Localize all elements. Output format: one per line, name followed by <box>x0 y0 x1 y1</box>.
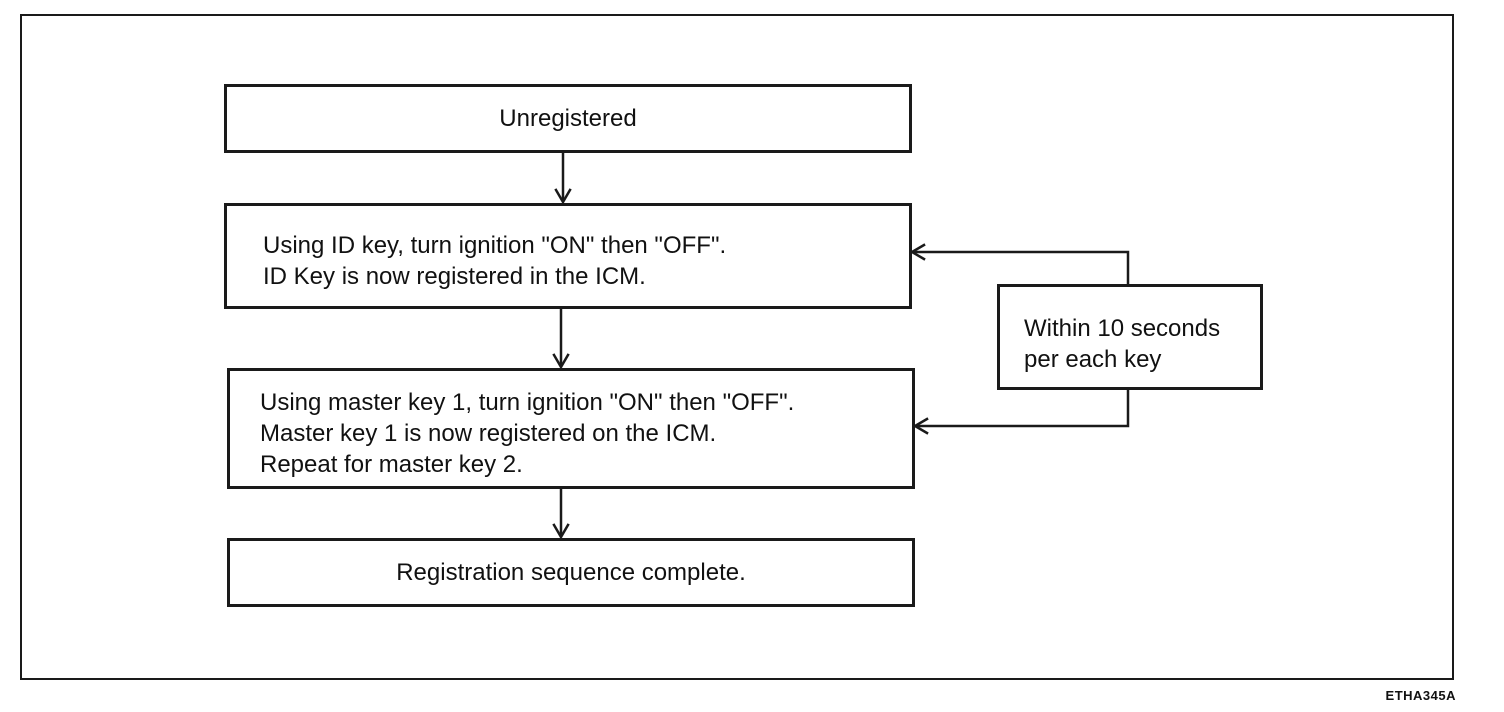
step-id-key-line-1: Using ID key, turn ignition "ON" then "O… <box>263 232 727 259</box>
step-master-key-line-2: Master key 1 is now registered on the IC… <box>260 420 717 447</box>
step-complete-box: Registration sequence complete. <box>227 538 915 607</box>
step-master-key-line-3: Repeat for master key 2. <box>260 451 523 478</box>
diagram-frame <box>20 14 1454 680</box>
figure-code: ETHA345A <box>1385 688 1456 703</box>
step-complete-label: Registration sequence complete. <box>396 559 746 586</box>
arrowhead-timing-to-id-key <box>909 243 926 261</box>
arrowhead-to-id-key <box>554 188 572 205</box>
arrowhead-to-complete <box>552 523 570 540</box>
timing-note-line-2: per each key <box>1024 346 1162 373</box>
step-master-key-box: Using master key 1, turn ignition "ON" t… <box>227 368 915 489</box>
connector-timing-to-master-key <box>914 388 1130 428</box>
timing-note-line-1: Within 10 seconds <box>1024 315 1221 342</box>
step-master-key-line-1: Using master key 1, turn ignition "ON" t… <box>260 389 795 416</box>
step-unregistered-label: Unregistered <box>499 105 637 132</box>
timing-note-box: Within 10 seconds per each key <box>997 284 1263 390</box>
connector-timing-to-id-key <box>911 250 1130 286</box>
arrowhead-timing-to-master-key <box>912 417 929 435</box>
arrowhead-to-master-key <box>552 353 570 370</box>
step-id-key-box: Using ID key, turn ignition "ON" then "O… <box>224 203 912 309</box>
step-id-key-line-2: ID Key is now registered in the ICM. <box>263 263 646 290</box>
step-unregistered-box: Unregistered <box>224 84 912 153</box>
